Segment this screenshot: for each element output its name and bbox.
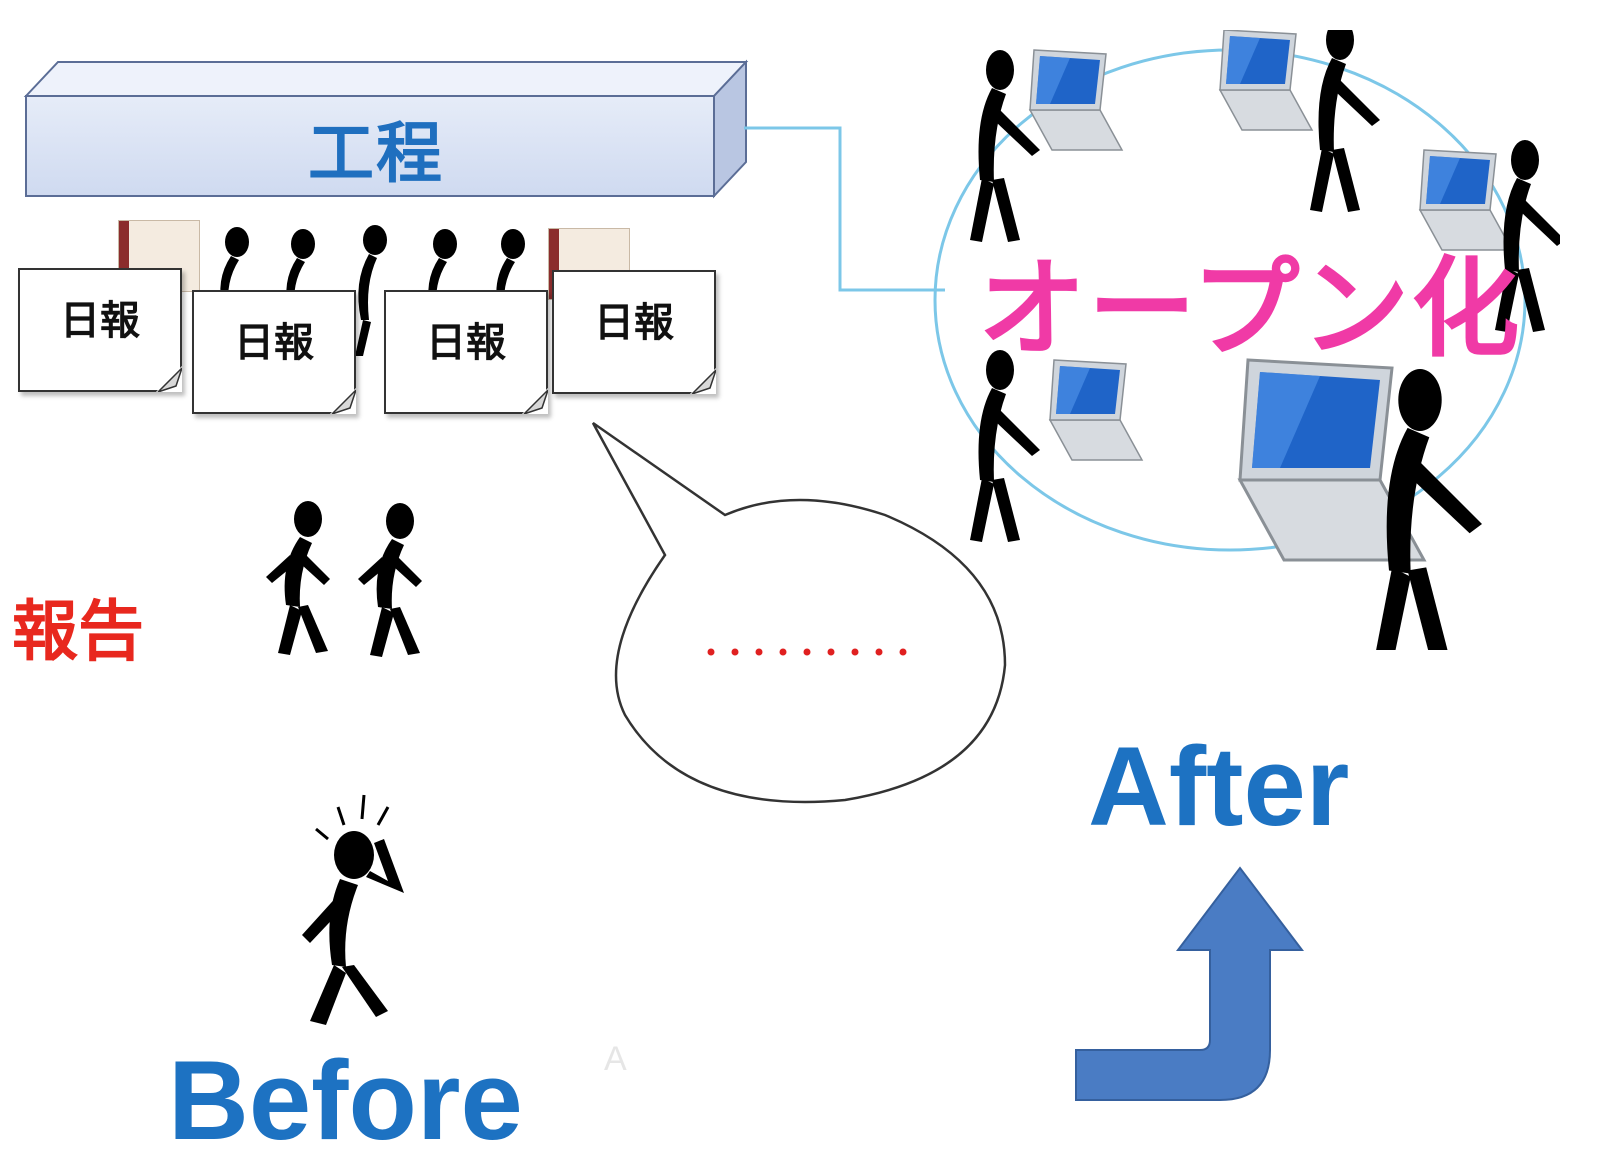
report-action-label: 報告	[12, 593, 144, 670]
up-turn-arrow-icon	[1075, 866, 1305, 1101]
laptop-user-icon	[970, 49, 1123, 242]
confused-person-icon	[302, 794, 404, 1025]
report-sheet-label: 日報	[60, 298, 140, 344]
report-sheet: 日報	[192, 290, 356, 414]
page-curl-icon	[690, 368, 716, 394]
open-label: オープン化	[978, 247, 1522, 372]
ellipsis-dots	[707, 648, 907, 656]
report-sheet: 日報	[384, 290, 548, 414]
process-label: 工程	[308, 115, 444, 192]
open-network-circle	[933, 30, 1560, 650]
page-curl-icon	[156, 366, 182, 392]
after-label: After	[1088, 724, 1350, 849]
page-curl-icon	[330, 388, 356, 414]
report-sheet-label: 日報	[426, 320, 506, 366]
walking-people-icon	[266, 501, 422, 657]
laptop-user-icon-large	[1238, 358, 1482, 650]
worker-figure-icon	[355, 225, 387, 356]
before-label: Before	[168, 1038, 523, 1163]
report-sheet: 日報	[18, 268, 182, 392]
page-curl-icon	[522, 388, 548, 414]
process-bar	[23, 59, 749, 199]
report-sheet-label: 日報	[594, 300, 674, 346]
connector-line	[744, 126, 945, 292]
report-sheet: 日報	[552, 270, 716, 394]
report-sheet-label: 日報	[234, 320, 314, 366]
speech-bubble	[591, 421, 1007, 804]
faint-letter-mark: A	[604, 1040, 627, 1078]
laptop-user-icon	[970, 350, 1143, 542]
